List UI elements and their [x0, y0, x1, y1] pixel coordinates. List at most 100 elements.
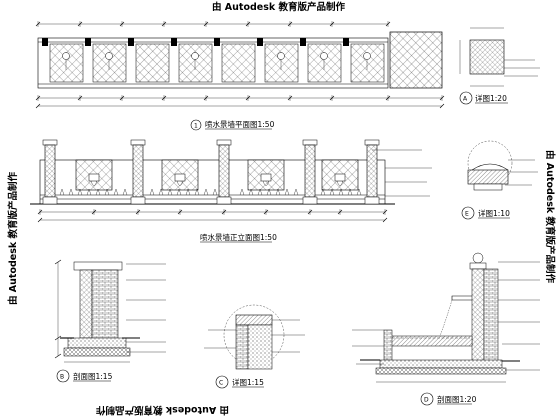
- water-arc: [90, 180, 98, 186]
- fountain-jet: [320, 52, 328, 60]
- pillar-shaft: [132, 144, 144, 198]
- pillar-base: [42, 196, 58, 205]
- plant-symbol: [185, 188, 191, 196]
- detail-a-title: 详图1:20: [475, 93, 507, 103]
- detail-c-title: 详图1:15: [232, 377, 264, 387]
- plan-tiled-panel: [221, 43, 256, 83]
- watermark-bottom: 由 Autodesk 教育版产品制作: [95, 404, 229, 416]
- plant-symbol: [194, 188, 200, 196]
- plant-symbol: [293, 188, 299, 196]
- plan-tiled-panel: [92, 43, 127, 83]
- dimension-tick: [37, 217, 43, 223]
- dimension-tick: [439, 103, 445, 109]
- plan-view: 1 喷水景墙平面图1:50: [35, 21, 445, 131]
- plant-symbol: [338, 188, 344, 196]
- plant-symbol: [95, 188, 101, 196]
- dimension-tick: [35, 103, 41, 109]
- pillar-shaft: [218, 144, 230, 198]
- watermark-top: 由 Autodesk 教育版产品制作: [212, 1, 346, 13]
- pillar-base: [130, 196, 146, 205]
- plan-column: [171, 38, 177, 46]
- detail-e-title: 详图1:10: [478, 208, 510, 218]
- section-d-title: 剖面图1:20: [437, 394, 477, 404]
- pillar-base: [364, 196, 380, 205]
- plan-column: [214, 38, 220, 46]
- fountain-spout: [334, 173, 346, 182]
- plant-symbol: [356, 188, 362, 196]
- watermark-right: 由 Autodesk 教育版产品制作: [544, 150, 556, 284]
- plant-symbol: [347, 188, 353, 196]
- plant-symbol: [284, 188, 290, 196]
- plan-marker-number: 1: [194, 123, 198, 130]
- pillar-shaft: [366, 144, 378, 198]
- plan-column: [85, 38, 91, 46]
- plant-symbol: [167, 188, 173, 196]
- fountain-jet: [105, 52, 113, 60]
- detail-c: C 详图1:15: [204, 304, 305, 389]
- plant-symbol: [248, 188, 254, 196]
- plant-symbol: [59, 188, 65, 196]
- section-d-marker: D: [424, 397, 429, 404]
- detail-a: A 详图1:20: [459, 27, 540, 105]
- plan-tiled-panel: [178, 43, 213, 83]
- detail-a-marker: A: [463, 96, 468, 103]
- water-arc: [336, 180, 344, 186]
- plant-symbol: [212, 188, 218, 196]
- pillar-cap: [216, 139, 232, 146]
- plant-symbol: [266, 188, 272, 196]
- elevation-title: 喷水景墙正立面图1:50: [200, 232, 277, 242]
- pillar-cap: [42, 139, 58, 146]
- pillar-shaft: [44, 144, 56, 198]
- dimension-tick: [54, 259, 62, 265]
- fountain-jet: [62, 52, 70, 60]
- pillar-base: [302, 196, 318, 205]
- plant-symbol: [149, 188, 155, 196]
- watermark-left: 由 Autodesk 教育版产品制作: [7, 171, 19, 305]
- pillar-cap: [130, 139, 146, 146]
- plant-symbol: [113, 188, 119, 196]
- section-b-marker: B: [60, 374, 64, 381]
- plan-tiled-panel: [135, 43, 170, 83]
- plant-symbol: [176, 188, 182, 196]
- detail-e-marker: E: [465, 211, 469, 218]
- plan-tiled-panel: [264, 43, 299, 83]
- plant-symbol: [77, 188, 83, 196]
- plant-symbol: [239, 188, 245, 196]
- pillar-shaft: [304, 144, 316, 198]
- fountain-jet: [191, 52, 199, 60]
- section-d: D 剖面图1:20: [352, 252, 540, 406]
- plan-tiled-panel: [307, 43, 342, 83]
- front-elevation: 喷水景墙正立面图1:50: [30, 139, 432, 243]
- dimension-tick: [54, 353, 62, 359]
- plan-marker: [190, 119, 202, 131]
- plan-column: [300, 38, 306, 46]
- fountain-jet: [363, 52, 371, 60]
- detail-c-marker: C: [219, 380, 223, 387]
- plant-symbol: [203, 188, 209, 196]
- plant-symbol: [158, 188, 164, 196]
- fountain-spout: [88, 173, 100, 182]
- fountain-spout: [260, 173, 272, 182]
- plan-column: [257, 38, 263, 46]
- water-arc: [262, 180, 270, 186]
- section-b: B 剖面图1:15: [54, 259, 166, 383]
- plant-symbol: [329, 188, 335, 196]
- dimension-tick: [382, 217, 388, 223]
- plant-symbol: [320, 188, 326, 196]
- section-b-title: 剖面图1:15: [73, 371, 113, 381]
- plan-column: [343, 38, 349, 46]
- plant-symbol: [86, 188, 92, 196]
- plant-symbol: [122, 188, 128, 196]
- plan-tiled-panel: [350, 43, 385, 83]
- pillar-base: [216, 196, 232, 205]
- plant-symbol: [275, 188, 281, 196]
- plant-symbol: [257, 188, 263, 196]
- pillar-cap: [364, 139, 380, 146]
- fountain-panel: [161, 159, 199, 191]
- plan-title: 喷水景墙平面图1:50: [205, 119, 275, 129]
- plan-tiled-panel: [49, 43, 84, 83]
- plant-symbol: [104, 188, 110, 196]
- plant-symbol: [68, 188, 74, 196]
- plan-column: [128, 38, 134, 46]
